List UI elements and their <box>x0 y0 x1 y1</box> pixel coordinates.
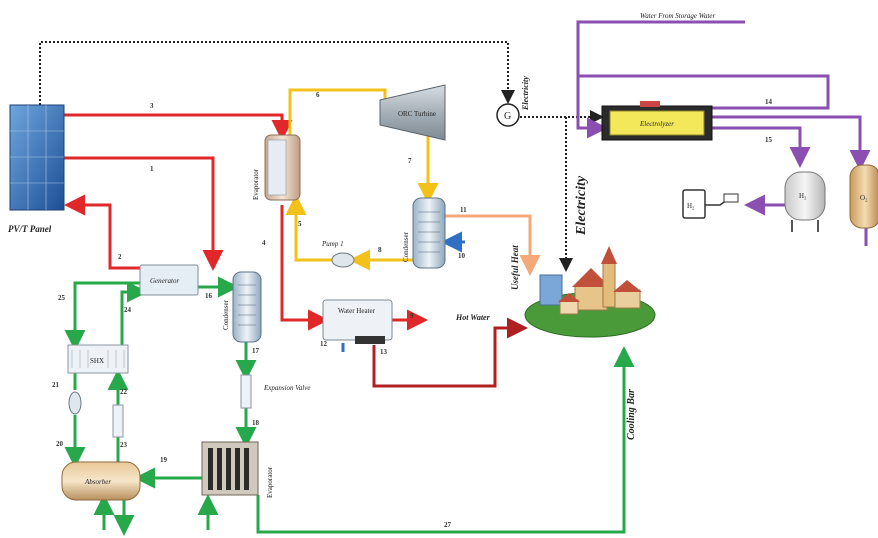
absorber-label: Absorber <box>84 478 111 486</box>
water-heater-label: Water Heater <box>338 307 376 315</box>
useful-heat-label: Useful Heat <box>510 245 520 290</box>
stream-number: 16 <box>205 292 213 300</box>
stream-number: 8 <box>378 246 382 254</box>
electrolyzer <box>601 101 713 141</box>
evaporator-bottom-label: Evaporator <box>266 466 274 498</box>
electrolyzer-label: Electrolyzer <box>639 120 674 128</box>
shx-label: SHX <box>90 357 104 365</box>
absorption-condenser <box>232 271 262 343</box>
water-from-tank-label: Water From Storage Water <box>640 12 716 20</box>
stream-number: 7 <box>408 157 412 165</box>
red-flow-lines <box>64 113 428 331</box>
stream-number: 21 <box>52 381 60 389</box>
electricity-main-label: Electricity <box>574 175 589 236</box>
hot-water-label: Hot Water <box>455 313 491 322</box>
o2-tank-label: O₂ <box>860 194 868 202</box>
stream-number: 9 <box>410 312 414 320</box>
absorption-evaporator <box>201 441 259 496</box>
orc-flow-lines <box>285 88 439 271</box>
pvt-panel-label: PV/T Panel <box>8 224 52 234</box>
stream-number: 22 <box>120 388 128 396</box>
generator-label: Generator <box>150 277 179 285</box>
h2-station-label: H₂ <box>687 202 695 210</box>
condenser-left-label: Condenser <box>222 299 230 330</box>
stream-number: 3 <box>150 102 154 110</box>
stream-number: 4 <box>262 239 266 247</box>
expansion-valve <box>240 374 252 409</box>
electricity-lines <box>39 41 604 272</box>
orc-condenser-label: Condenser <box>402 231 410 262</box>
stream-number: 20 <box>56 440 64 448</box>
stream-numbers: 1 2 3 4 5 6 7 8 9 10 11 12 13 14 15 16 1… <box>52 91 773 529</box>
solution-valve <box>112 404 124 438</box>
stream-number: 19 <box>160 456 168 464</box>
cooling-bar-label: Cooling Bar <box>626 389 637 440</box>
absorption-generator <box>139 264 199 296</box>
electric-generator: G <box>496 103 520 127</box>
hot-water-line <box>372 317 528 388</box>
orc-condenser <box>412 197 446 269</box>
svg-text:G: G <box>504 111 511 122</box>
stream-number: 2 <box>118 253 122 261</box>
orc-turbine <box>379 84 446 141</box>
stream-number: 13 <box>380 348 388 356</box>
solution-pump <box>68 391 82 415</box>
stream-number: 18 <box>252 419 260 427</box>
h2-tank <box>784 171 826 232</box>
stream-number: 27 <box>444 521 452 529</box>
stream-number: 12 <box>320 340 328 348</box>
stream-number: 14 <box>765 98 773 106</box>
h2-tank-label: H₂ <box>799 192 807 200</box>
electrolyzer-flow-lines <box>576 20 871 246</box>
useful-heat-line <box>445 214 541 276</box>
stream-number: 1 <box>150 165 154 173</box>
orc-evaporator-label: Evaporator <box>252 168 260 200</box>
stream-number: 6 <box>316 91 320 99</box>
stream-number: 11 <box>460 206 467 214</box>
water-heater <box>322 299 393 344</box>
orc-turbine-label: ORC Turbine <box>398 110 436 118</box>
stream-number: 15 <box>765 136 773 144</box>
h2-fuel-station <box>682 189 739 219</box>
stream-number: 25 <box>58 294 66 302</box>
o2-tank <box>849 164 878 229</box>
pvt-panel <box>9 104 65 211</box>
absorber <box>61 461 141 501</box>
electricity-top-label: Electricity <box>521 76 530 111</box>
stream-number: 24 <box>124 306 132 314</box>
shx <box>67 344 129 374</box>
stream-number: 10 <box>458 252 466 260</box>
orc-evaporator <box>264 134 301 201</box>
town-illustration <box>524 246 656 338</box>
expansion-valve-label: Expansion Valve <box>263 384 310 392</box>
pump-label: Pump 1 <box>321 240 344 248</box>
stream-number: 17 <box>252 347 260 355</box>
stream-number: 5 <box>298 220 302 228</box>
stream-number: 23 <box>120 441 128 449</box>
pump <box>331 252 355 268</box>
absorption-flow-lines <box>64 276 635 536</box>
